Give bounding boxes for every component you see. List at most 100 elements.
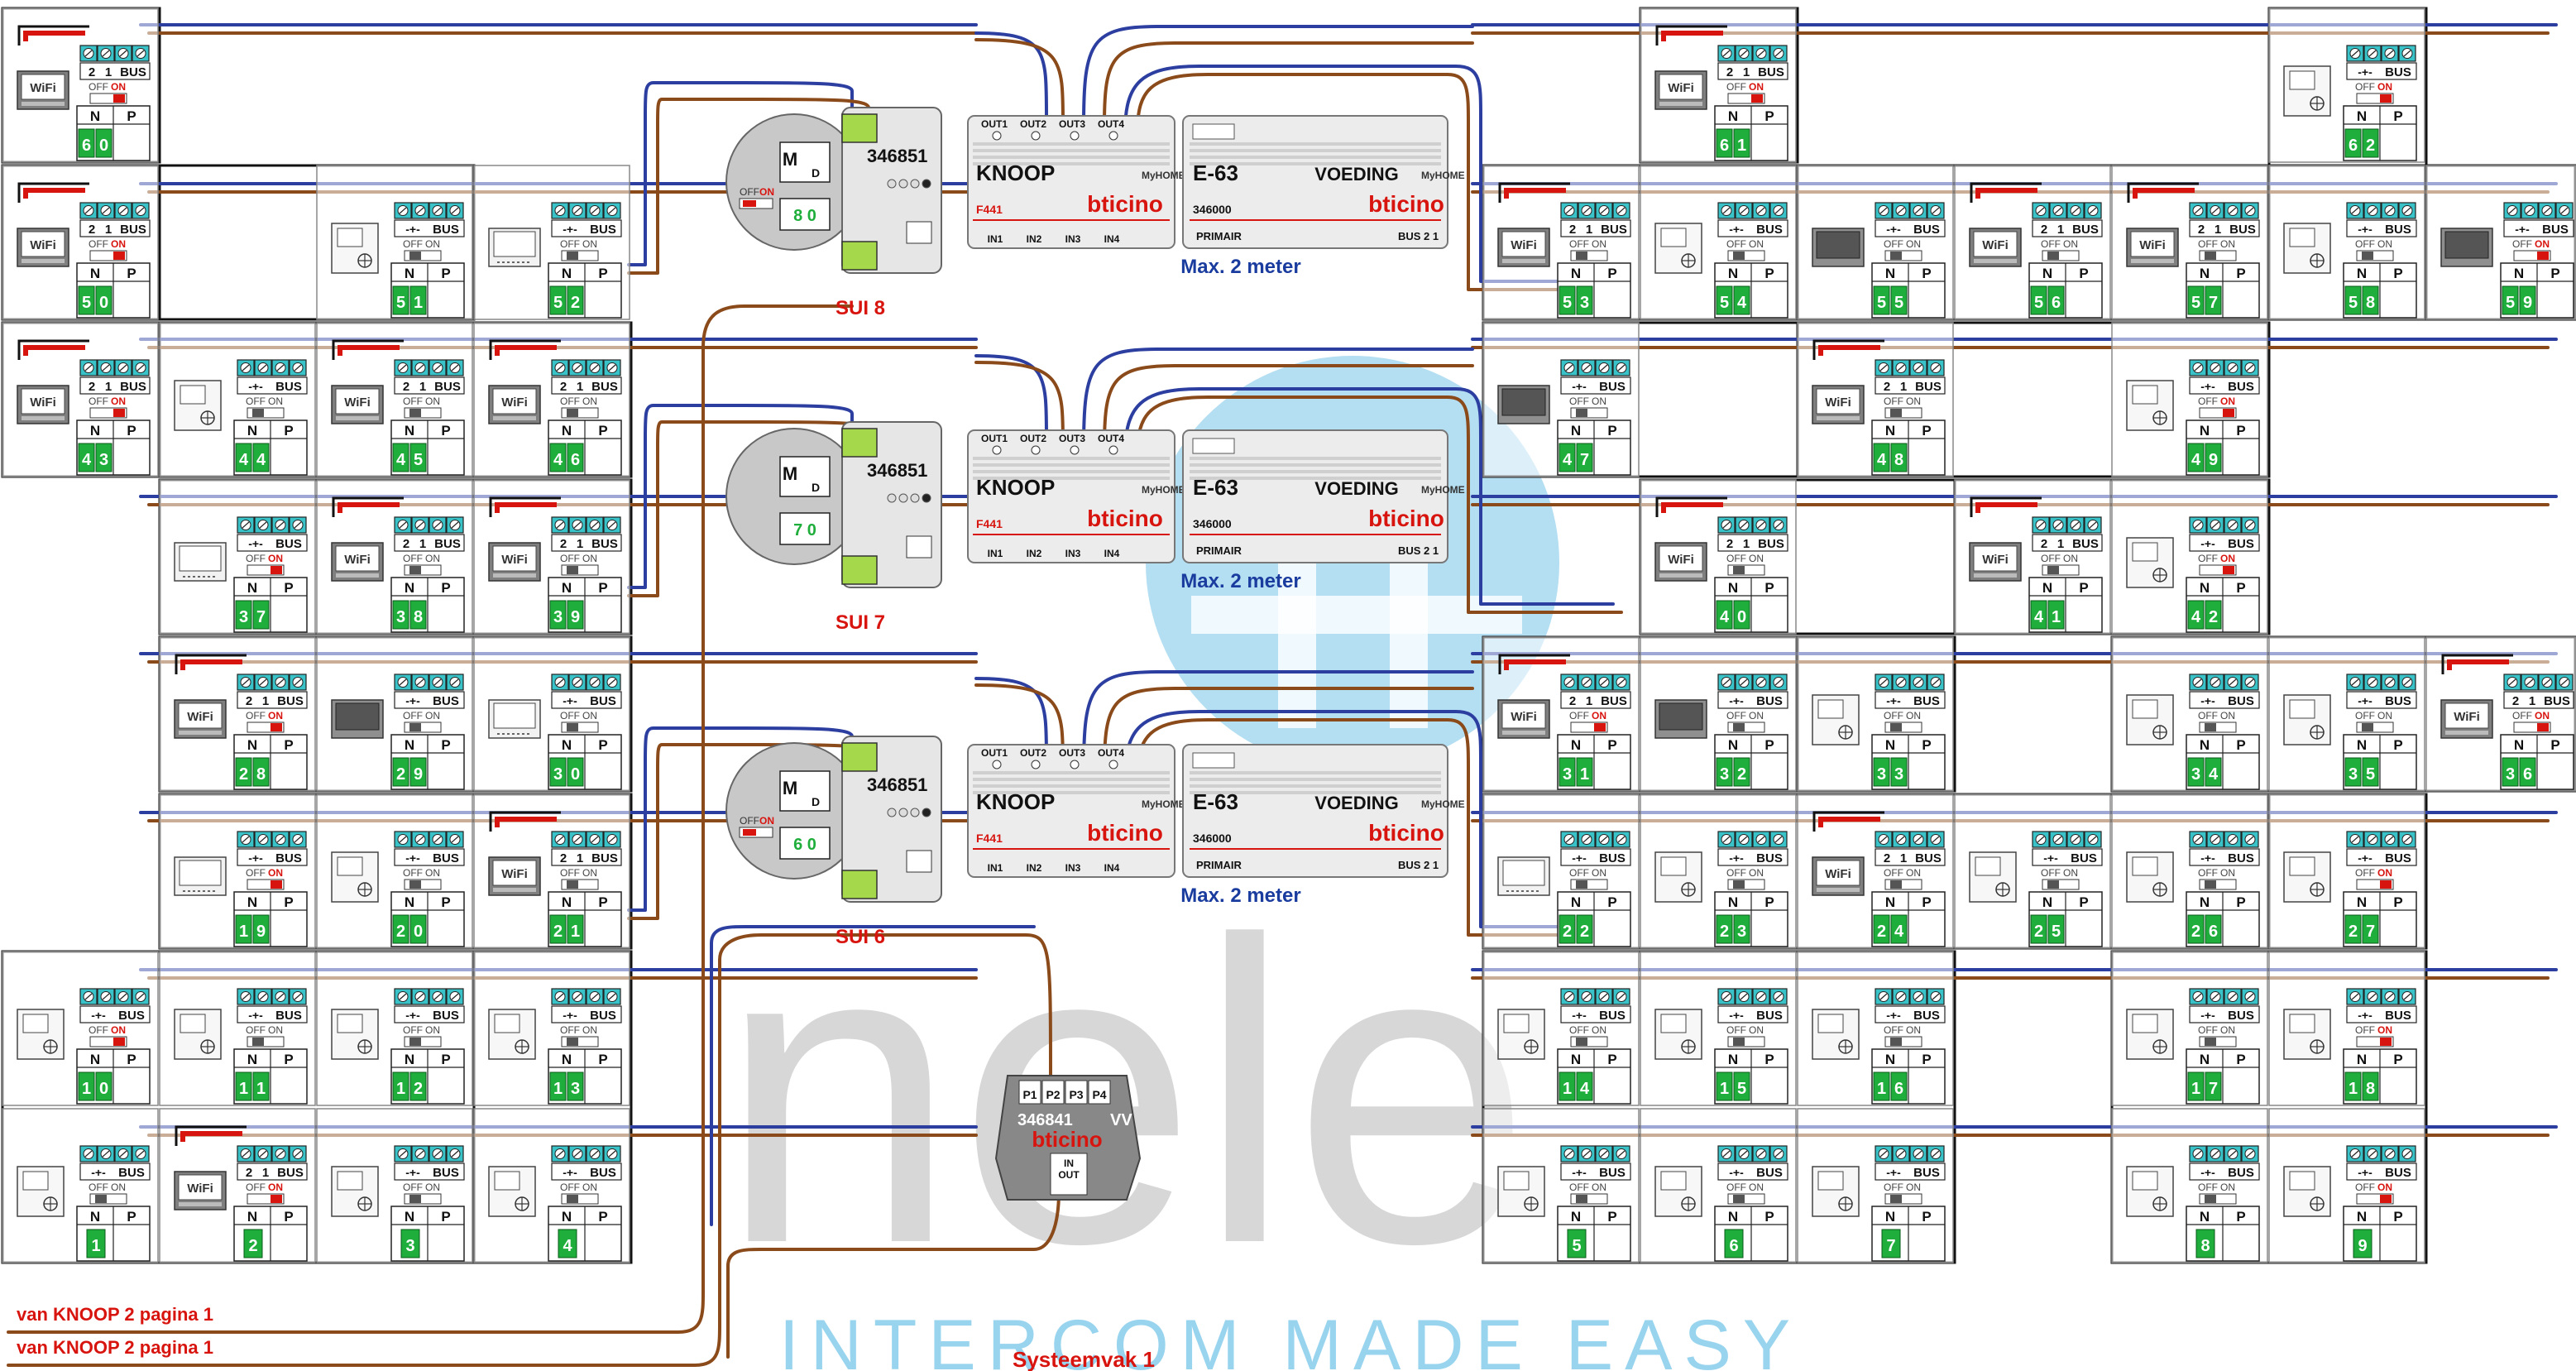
screw-slot xyxy=(1600,678,1608,686)
address-digit: 4 xyxy=(1580,1080,1590,1098)
bus-switch xyxy=(2189,848,2260,866)
dip-lever xyxy=(2362,723,2373,731)
address-digit: 5 xyxy=(414,451,423,469)
on-label: ON xyxy=(2377,1182,2392,1193)
screw-slot xyxy=(276,364,285,372)
address-digit-box xyxy=(1716,600,1733,630)
sui-name: SUI 8 xyxy=(836,297,885,319)
screw-slot xyxy=(608,993,616,1000)
bus-switch xyxy=(1875,848,1946,866)
address-digit-box xyxy=(549,600,567,630)
dip-lever xyxy=(409,1038,421,1046)
n-label: N xyxy=(2357,266,2367,281)
p-label: P xyxy=(127,266,136,281)
off-label: OFF xyxy=(1569,395,1589,407)
address-digit: 5 xyxy=(2366,765,2375,784)
off-label: OFF xyxy=(1884,395,1903,407)
switch-symbol: -+- xyxy=(563,223,577,236)
address-digit-box xyxy=(2519,757,2536,787)
on-label: ON xyxy=(2220,553,2235,564)
max-distance: Max. 2 meter xyxy=(1180,570,1300,592)
bus-label: BUS xyxy=(591,380,618,394)
switch-symbol: -+- xyxy=(2358,65,2373,79)
screw-slot xyxy=(2211,364,2219,372)
bus-label: BUS xyxy=(1756,1166,1783,1180)
screen xyxy=(337,856,363,876)
off-label: OFF xyxy=(2355,238,2375,250)
knoop-code: F441 xyxy=(976,832,1003,845)
screw-slot xyxy=(451,993,459,1000)
n-label: N xyxy=(2357,737,2367,753)
screw-slot xyxy=(119,207,127,214)
sui-terminal-top xyxy=(841,428,878,458)
address-digit: 4 xyxy=(563,1237,572,1255)
switch-symbol: -+- xyxy=(2200,537,2215,550)
screw-slot xyxy=(2089,521,2097,529)
n-label: N xyxy=(2200,1052,2210,1067)
screw-slot xyxy=(2246,364,2254,372)
bus-switch xyxy=(237,691,308,709)
power-wire xyxy=(1975,188,2037,199)
p-label: P xyxy=(2236,266,2245,281)
address-digit: 3 xyxy=(1737,923,1746,941)
screw-slot xyxy=(416,1150,424,1158)
address-digit: 4 xyxy=(82,451,92,469)
myhome-logo: MyHOME xyxy=(1142,798,1185,810)
screw-slot xyxy=(591,364,599,372)
n-label: N xyxy=(405,1209,414,1225)
wifi-label: WiFi xyxy=(187,1182,213,1196)
n-label: N xyxy=(2357,108,2367,124)
bus-switch xyxy=(551,219,622,237)
screw-slot xyxy=(573,364,582,372)
pin-1: 1 xyxy=(419,537,426,551)
address-digit: 7 xyxy=(1580,451,1589,469)
knoop-out-screw xyxy=(1108,760,1118,769)
screw-slot xyxy=(451,521,459,529)
on-label: ON xyxy=(1906,395,1921,407)
wifi-wire xyxy=(1498,182,1570,203)
bus-wire xyxy=(974,31,1048,117)
address-digit-box xyxy=(235,443,252,472)
screw-slot xyxy=(2054,836,2062,843)
screw-slot xyxy=(242,521,250,529)
dip-lever xyxy=(271,566,282,574)
address-digit-box xyxy=(2353,1229,2373,1258)
p-label: P xyxy=(441,1209,450,1225)
screw-slot xyxy=(2037,836,2045,843)
bus-label: BUS xyxy=(120,380,146,394)
screw-slot xyxy=(1600,1150,1608,1158)
bus-switch xyxy=(1560,219,1631,237)
screen xyxy=(1660,1171,1687,1191)
n-label: N xyxy=(405,1052,414,1067)
wifi-label: WiFi xyxy=(1825,395,1851,410)
switch-symbol: -+- xyxy=(405,694,420,707)
screen xyxy=(21,231,65,257)
primair-label: PRIMAIR xyxy=(1196,859,1243,871)
screw-slot xyxy=(2229,993,2237,1000)
screw-slot xyxy=(1757,836,1765,843)
address-digit: 0 xyxy=(414,923,423,941)
screen xyxy=(2289,1171,2315,1191)
knoop-out-screw xyxy=(992,131,1002,141)
sui-led xyxy=(910,808,920,817)
on-label: ON xyxy=(2063,553,2078,564)
screen xyxy=(493,231,536,257)
bus-label: BUS xyxy=(433,1009,459,1023)
bus-label: BUS xyxy=(2228,851,2254,865)
screw-slot xyxy=(573,836,582,843)
screw-slot xyxy=(2508,207,2516,214)
on-label: ON xyxy=(582,553,597,564)
vent xyxy=(1190,457,1441,460)
screw-slot xyxy=(1757,207,1765,214)
address-digit: 4 xyxy=(2209,765,2219,784)
screw-slot xyxy=(2543,678,2551,686)
screw-slot xyxy=(1582,1150,1591,1158)
screw-slot xyxy=(1879,678,1888,686)
